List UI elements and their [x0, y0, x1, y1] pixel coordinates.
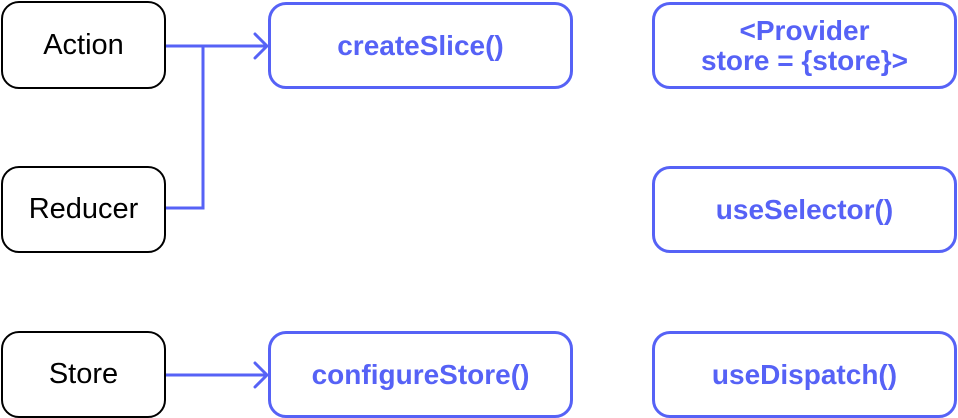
usedispatch-label: useDispatch()	[711, 358, 898, 390]
reducer-to-createslice-connector	[166, 46, 205, 210]
configurestore-label: configureStore()	[311, 358, 530, 390]
createslice-node: createSlice()	[268, 2, 573, 89]
createslice-label: createSlice()	[337, 29, 504, 61]
useselector-node: useSelector()	[652, 166, 957, 253]
reducer-node: Reducer	[1, 166, 166, 253]
store-node: Store	[1, 331, 166, 418]
configurestore-node: configureStore()	[268, 331, 573, 418]
configurestore-arrowhead	[253, 361, 269, 389]
provider-node: <Provider store = {store}>	[652, 2, 957, 89]
action-label: Action	[43, 28, 124, 61]
action-node: Action	[1, 1, 166, 89]
store-label: Store	[48, 358, 119, 390]
createslice-arrowhead	[253, 32, 269, 60]
reducer-label: Reducer	[28, 193, 139, 225]
provider-label-line1: <Provider	[739, 14, 870, 46]
provider-label-line2: store = {store}>	[701, 44, 908, 76]
useselector-label: useSelector()	[715, 193, 894, 225]
usedispatch-node: useDispatch()	[652, 331, 957, 418]
